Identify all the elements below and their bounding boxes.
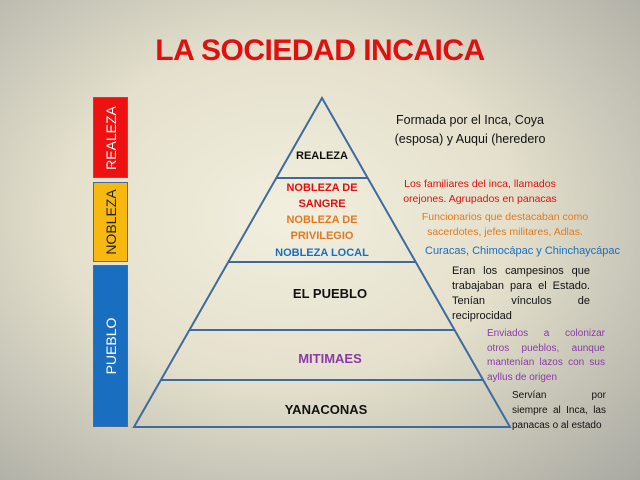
note-sangre: Los familiares del inca, llamados orejone… <box>388 177 572 207</box>
side-bar-pueblo: PUEBLO <box>93 265 128 427</box>
side-bar-nobleza: NOBLEZA <box>93 182 128 262</box>
note-line: orejones. Agrupados en panacas <box>403 193 557 205</box>
note-yanaconas: Servían por siempre al Inca, las panacas o… <box>512 388 606 433</box>
label-line: NOBLEZA DE <box>286 182 358 194</box>
note-line: Formada por el Inca, Coya <box>396 113 544 127</box>
tier-nobleza-privilegio: NOBLEZA DE PRIVILEGIO <box>262 212 382 244</box>
note-line: sacerdotes, jefes militares, Adlas. <box>427 226 583 238</box>
note-line: Curacas, Chimocápac y Chinchaycápac <box>425 245 621 257</box>
note-line: otros pueblos, aunque <box>487 342 605 354</box>
note-realeza: Formada por el Inca, Coya (esposa) y Auqu… <box>380 111 560 149</box>
note-line: siempre al Inca, las <box>512 405 606 416</box>
note-pueblo: Eran los campesinos que trabajaban para e… <box>452 264 590 324</box>
note-line: Tenían vínculos de <box>452 295 590 307</box>
note-line: Enviados a colonizar <box>487 328 605 339</box>
tier-pueblo: EL PUEBLO <box>292 286 368 301</box>
slide-title: LA SOCIEDAD INCAICA <box>155 34 485 67</box>
note-mitimaes: Enviados a colonizar otros pueblos, aunqu… <box>487 327 605 385</box>
tier-mitimaes: MITIMAES <box>298 351 362 366</box>
note-line: panacas o al estado <box>512 420 602 431</box>
label-line: SANGRE <box>298 198 346 210</box>
tier-realeza: REALEZA <box>296 150 348 162</box>
tier-nobleza-local: NOBLEZA LOCAL <box>275 247 369 259</box>
tier-nobleza-sangre: NOBLEZA DE SANGRE <box>262 180 382 212</box>
note-line: Servían por <box>512 390 606 401</box>
note-local: Curacas, Chimocápac y Chinchaycápac <box>425 244 630 259</box>
side-bar-realeza: REALEZA <box>93 97 128 178</box>
note-line: ayllus de origen <box>487 371 558 383</box>
note-line: (esposa) y Auqui (heredero <box>394 132 546 146</box>
tier-yanaconas: YANACONAS <box>284 402 368 417</box>
note-line: Funcionarios que destacaban como <box>421 211 589 223</box>
note-line: Eran los campesinos que <box>452 265 590 277</box>
note-line: reciprocidad <box>452 310 512 322</box>
label-line: NOBLEZA DE <box>286 214 358 226</box>
note-line: Los familiares del inca, llamados <box>404 178 556 190</box>
note-line: trabajaban para el Estado. <box>452 280 590 292</box>
note-line: mantenían lazos con sus <box>487 357 605 368</box>
note-privilegio: Funcionarios que destacaban como sacerdot… <box>410 210 600 240</box>
label-line: PRIVILEGIO <box>290 230 354 242</box>
